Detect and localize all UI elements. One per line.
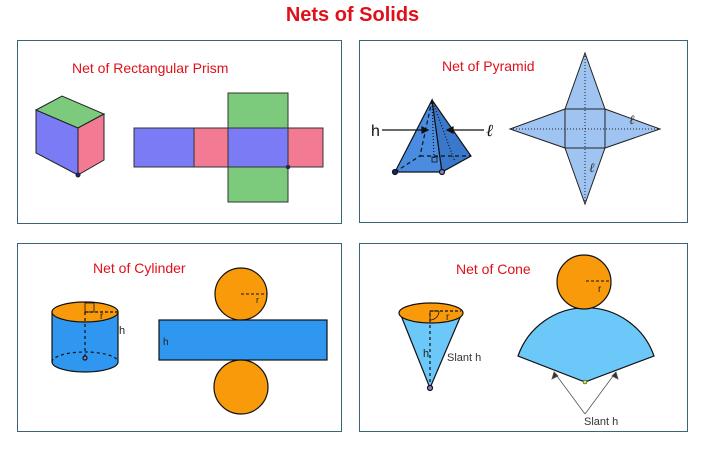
cone-h-label: h (423, 348, 429, 360)
cylinder-title: Net of Cylinder (93, 260, 186, 276)
cylinder-net (158, 267, 328, 415)
pyramid (382, 98, 484, 176)
rectangular-prism (34, 95, 106, 178)
panel-prism-border (17, 40, 342, 224)
panel-pyramid-border (359, 40, 688, 223)
cone-net-r-label: r (598, 284, 602, 295)
pyramid-l-label: ℓ (486, 121, 493, 141)
cylinder-h-label: h (119, 325, 125, 337)
cylinder-r-label: r (100, 311, 104, 322)
slant-arrows (551, 371, 619, 415)
cylinder-net-h-label: h (163, 337, 169, 348)
panel-cylinder-border (17, 243, 342, 432)
cone-net-slant-label: Slant h (584, 416, 618, 428)
cone-r-label: r (446, 312, 450, 323)
cylinder (51, 301, 119, 373)
cone (398, 302, 464, 392)
pyramid-net (508, 51, 662, 206)
prism-net (133, 92, 324, 203)
page-title: Nets of Solids (285, 4, 420, 26)
pyramid-title: Net of Pyramid (442, 58, 535, 74)
cylinder-net-r-label: r (256, 295, 259, 305)
pyramid-h-label: h (371, 123, 380, 140)
cone-slant-label: Slant h (447, 352, 481, 364)
pyramid-net-l-label-bottom: ℓ (589, 161, 595, 176)
cone-net (517, 254, 655, 385)
prism-title: Net of Rectangular Prism (72, 60, 228, 76)
cone-title: Net of Cone (456, 261, 531, 277)
panel-cone-border (359, 243, 688, 432)
pyramid-net-l-label-right: ℓ (629, 113, 635, 128)
